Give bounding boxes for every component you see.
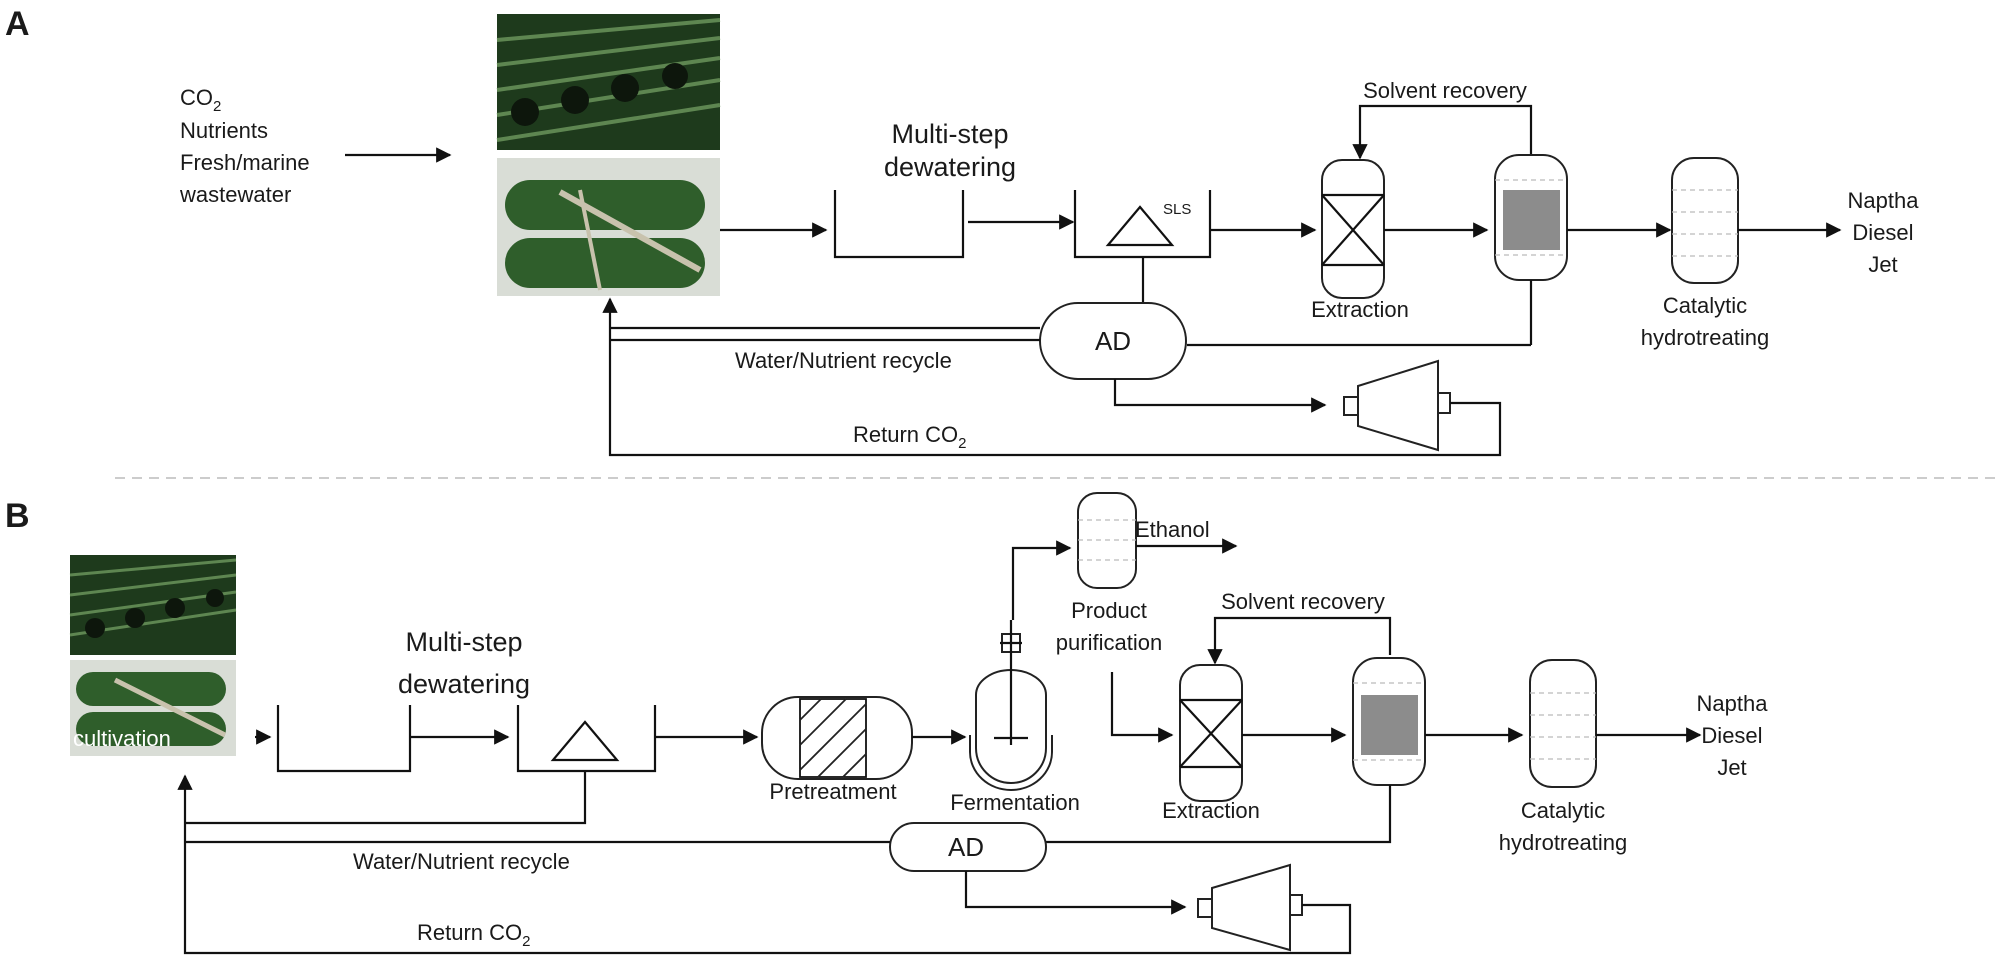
product-diesel-a: Diesel: [1852, 220, 1913, 245]
return-co2-line-a: [602, 297, 1502, 457]
dewatering-label-b-1: Multi-step: [405, 627, 522, 657]
anaerobic-digester-b: [889, 822, 1047, 872]
cultivation-photo-pbr-b: [69, 555, 237, 655]
catalytic-label-b-2: hydrotreating: [1499, 830, 1627, 855]
fermentation-to-purification-line: [1011, 540, 1072, 620]
water-recycle-label-b: Water/Nutrient recycle: [353, 849, 570, 874]
solvent-recovery-vessel-a: [1494, 154, 1568, 281]
catalytic-label-a-2: hydrotreating: [1641, 325, 1769, 350]
product-naptha-a: Naptha: [1848, 188, 1920, 213]
product-naptha-b: Naptha: [1697, 691, 1769, 716]
dewatering-label-a-2: dewatering: [884, 152, 1016, 182]
compressor-icon-a: [1343, 359, 1451, 452]
return-co2-line-b: [177, 774, 1352, 955]
product-jet-b: Jet: [1717, 755, 1746, 780]
flotation-triangle-icon: [550, 720, 620, 762]
solvent-recovery-label-a: Solvent recovery: [1363, 78, 1527, 103]
extractor-to-ad-line-b: [1046, 785, 1392, 844]
cultivation-photo-pond-b: [70, 660, 236, 756]
settling-tank-b: [276, 705, 412, 773]
cultivation-photo-pond-a: [497, 158, 720, 296]
dewatering-label-b-2: dewatering: [398, 669, 530, 699]
purification-label-2: purification: [1056, 630, 1162, 655]
pretreatment-reactor: [761, 696, 913, 780]
solvent-recovery-loop-a: [1352, 104, 1533, 160]
product-jet-a: Jet: [1868, 252, 1897, 277]
water-recycle-label-a: Water/Nutrient recycle: [735, 348, 952, 373]
sls-triangle-icon: [1105, 205, 1175, 247]
purification-column: [1077, 492, 1137, 589]
solvent-recovery-label-b: Solvent recovery: [1221, 589, 1385, 614]
ad-to-compressor-line-b: [964, 871, 1187, 915]
return-co2-label-a: Return CO2: [853, 422, 967, 452]
panel-a-label: A: [5, 5, 30, 43]
product-diesel-b: Diesel: [1701, 723, 1762, 748]
dewatering-label-a-1: Multi-step: [891, 119, 1008, 149]
sls-label: SLS: [1163, 201, 1191, 218]
input-nutrients-label: Nutrients: [180, 118, 268, 143]
settling-tank-a: [833, 190, 965, 259]
input-water-label-2: wastewater: [179, 182, 291, 207]
extraction-column-a: [1321, 159, 1385, 299]
ad-to-compressor-line-a: [1113, 379, 1327, 413]
purification-to-extraction-line: [1110, 672, 1174, 743]
return-co2-label-b: Return CO2: [417, 920, 531, 950]
hydrotreater-vessel-b: [1529, 659, 1597, 788]
extraction-label-a: Extraction: [1311, 297, 1409, 322]
catalytic-label-a-1: Catalytic: [1663, 293, 1747, 318]
hydrotreater-vessel-a: [1671, 157, 1739, 284]
cultivation-photo-pbr-a: [496, 14, 721, 150]
fermentation-label: Fermentation: [950, 790, 1080, 815]
compressor-icon-b: [1197, 863, 1303, 952]
panel-b-label: B: [5, 497, 30, 535]
ad-label-b: AD: [948, 832, 984, 862]
fermentation-vessel: [969, 620, 1053, 791]
ethanol-label: Ethanol: [1135, 517, 1210, 542]
solvent-recovery-loop-b: [1207, 616, 1392, 665]
flotation-to-recycle-line: [185, 771, 587, 825]
extraction-label-b: Extraction: [1162, 798, 1260, 823]
input-water-label-1: Fresh/marine: [180, 150, 310, 175]
extraction-column-b: [1179, 664, 1243, 802]
input-co2-label: CO2: [180, 85, 221, 115]
purification-label-1: Product: [1071, 598, 1147, 623]
pretreatment-label: Pretreatment: [769, 779, 896, 804]
ad-label-a: AD: [1095, 326, 1131, 356]
solvent-recovery-vessel-b: [1352, 657, 1426, 786]
catalytic-label-b-1: Catalytic: [1521, 798, 1605, 823]
cultivation-label: cultivation: [73, 726, 171, 751]
